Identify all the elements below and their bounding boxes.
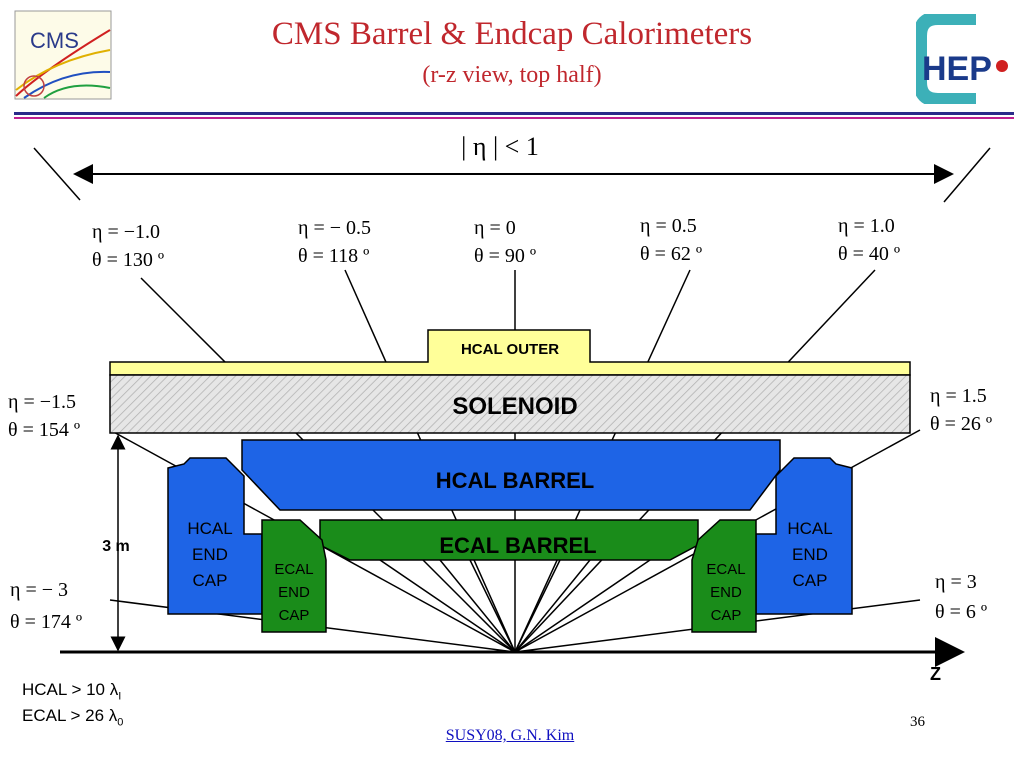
ecal-note-text: ECAL > 26 λ bbox=[22, 706, 118, 725]
theta-label-6: θ = 6 º bbox=[935, 601, 987, 623]
ecal-endcap-left-label-2: END bbox=[278, 584, 310, 601]
eta-range-bound-left bbox=[33, 147, 81, 201]
ecal-note: ECAL > 26 λ0 bbox=[22, 706, 123, 728]
hcal-note-sub: I bbox=[118, 690, 122, 703]
solenoid bbox=[109, 374, 911, 434]
theta-label-90: θ = 90 º bbox=[474, 245, 536, 267]
page-title: CMS Barrel & Endcap Calorimeters bbox=[271, 16, 753, 52]
cms-logo-text: CMS bbox=[30, 28, 79, 53]
hcal-barrel-label: HCAL BARREL bbox=[436, 468, 594, 493]
page-subtitle: (r-z view, top half) bbox=[422, 62, 602, 88]
hcal-endcap-left bbox=[167, 457, 263, 615]
footer-link[interactable]: SUSY08, G.N. Kim bbox=[445, 727, 575, 744]
theta-label-40: θ = 40 º bbox=[838, 243, 900, 265]
theta-label-62: θ = 62 º bbox=[640, 243, 702, 265]
hcal-endcap-right-label-1: HCAL bbox=[787, 519, 832, 538]
solenoid-label: SOLENOID bbox=[452, 393, 577, 420]
eta-label-m05: η = − 0.5 bbox=[298, 217, 371, 239]
ecal-note-sub: 0 bbox=[117, 716, 124, 729]
header-divider bbox=[14, 112, 1014, 115]
eta-range-bound-right bbox=[943, 147, 991, 203]
theta-label-154: θ = 154 º bbox=[8, 419, 80, 441]
hcal-endcap-right bbox=[755, 457, 853, 615]
hcal-endcap-left-label-1: HCAL bbox=[187, 519, 232, 538]
header-divider-accent bbox=[14, 117, 1014, 119]
ecal-endcap-right bbox=[691, 519, 757, 633]
hcal-note: HCAL > 10 λI bbox=[22, 680, 121, 702]
cms-logo: CMS bbox=[14, 10, 112, 100]
theta-label-130: θ = 130 º bbox=[92, 249, 164, 271]
eta-label-m1: η = −1.0 bbox=[92, 221, 160, 243]
ecal-endcap-right-label-1: ECAL bbox=[706, 561, 745, 578]
scale-label: 3 m bbox=[102, 538, 130, 555]
eta-label-0: η = 0 bbox=[474, 217, 516, 239]
hcal-endcap-right-label-2: END bbox=[792, 545, 828, 564]
eta-label-15: η = 1.5 bbox=[930, 385, 987, 407]
hcal-endcap-left-label-3: CAP bbox=[193, 571, 228, 590]
hcal-barrel bbox=[241, 439, 781, 511]
ecal-barrel-label: ECAL BARREL bbox=[439, 533, 596, 558]
ecal-endcap-right-label-3: CAP bbox=[711, 607, 742, 624]
hep-logo-text: HEP bbox=[922, 50, 992, 88]
hcal-outer-label: HCAL OUTER bbox=[461, 341, 559, 358]
ecal-endcap-left-label-3: CAP bbox=[279, 607, 310, 624]
eta-label-3: η = 3 bbox=[935, 571, 977, 593]
hcal-endcap-right-label-3: CAP bbox=[793, 571, 828, 590]
hcal-endcap-left-label-2: END bbox=[192, 545, 228, 564]
theta-label-26: θ = 26 º bbox=[930, 413, 992, 435]
eta-label-05: η = 0.5 bbox=[640, 215, 697, 237]
ecal-endcap-left bbox=[261, 519, 327, 633]
theta-label-174: θ = 174 º bbox=[10, 611, 82, 633]
eta-range-label: | η | < 1 bbox=[461, 132, 539, 161]
z-axis-label: Z bbox=[930, 664, 941, 684]
eta-label-m15: η = −1.5 bbox=[8, 391, 76, 413]
ecal-endcap-right-label-2: END bbox=[710, 584, 742, 601]
eta-label-m3: η = − 3 bbox=[10, 579, 68, 601]
ecal-endcap-left-label-1: ECAL bbox=[274, 561, 313, 578]
hep-logo: HEP bbox=[916, 14, 1008, 104]
page-number: 36 bbox=[910, 714, 925, 730]
hcal-note-text: HCAL > 10 λ bbox=[22, 680, 119, 699]
theta-label-118: θ = 118 º bbox=[298, 245, 369, 267]
eta-label-1: η = 1.0 bbox=[838, 215, 895, 237]
